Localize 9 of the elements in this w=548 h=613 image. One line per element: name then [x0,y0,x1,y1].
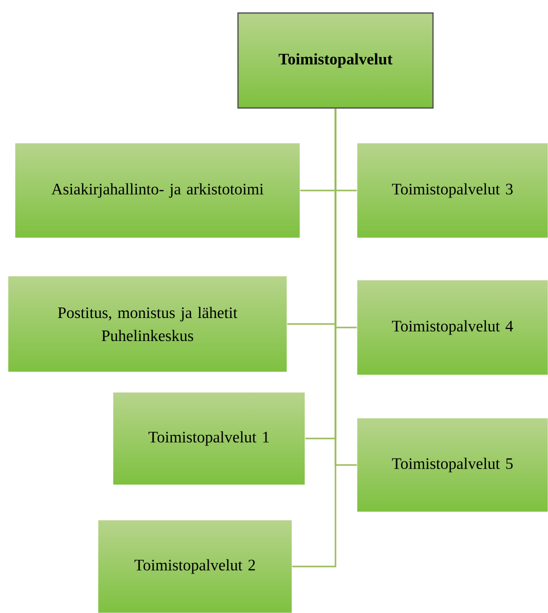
org-box: Postitus, monistus ja lähetit Puhelinkeskus [8,276,288,372]
org-box: Toimistopalvelut 2 [98,520,292,613]
connector-line [292,108,336,568]
org-box: Toimistopalvelut 4 [356,280,548,376]
org-box: Toimistopalvelut 5 [356,418,548,512]
org-box: Toimistopalvelut 1 [112,392,306,486]
org-box: Toimistopalvelut [237,12,434,109]
org-box: Toimistopalvelut 3 [356,142,548,238]
org-box: Asiakirjahallinto- ja arkistotoimi [14,142,300,238]
